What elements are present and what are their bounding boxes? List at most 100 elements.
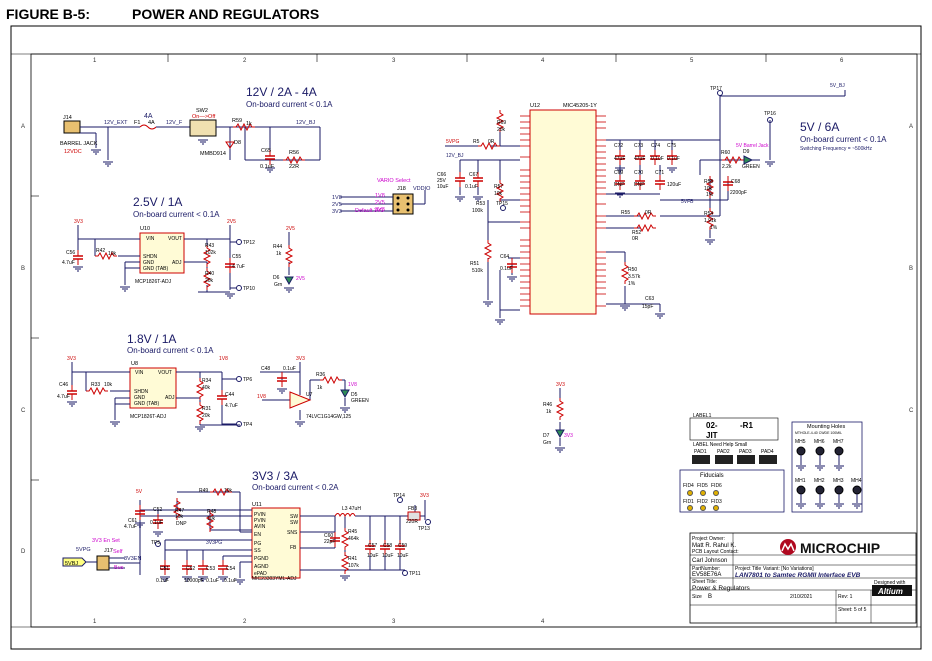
c64-val: 0.1uF (500, 266, 513, 272)
title-12v: 12V / 2A - 4A (246, 85, 317, 99)
l3-ref: L3 (342, 506, 348, 512)
vario-1v8: 1V8 (332, 195, 342, 201)
altium-logo: Altium (877, 587, 903, 596)
net-5v-u11: 5V (136, 489, 143, 495)
c65-val: 0.1uF (260, 164, 275, 170)
net-3v3-u7: 3V3 (296, 356, 305, 362)
c74-ref: C74 (651, 143, 660, 149)
d9-val: GREEN (742, 164, 760, 170)
tp16-ref: TP16 (764, 111, 776, 117)
u8-shdn: SHDN (134, 389, 149, 395)
r53-ref: R53 (476, 201, 485, 207)
mh4-ref: MH4 (851, 478, 862, 484)
r48-ref: R48 (207, 509, 216, 515)
c69-val: DNP (614, 182, 625, 188)
sheet-frame (10, 25, 922, 650)
c52b-val: 10000pF (184, 578, 204, 584)
net-12v-f: 12V_F (166, 120, 183, 126)
u11-pvin1: PVIN (254, 512, 266, 518)
r43-val: 102k (205, 250, 216, 256)
owner-value: Matt R. Rahul K. (692, 543, 736, 549)
u11-pgnd: PGND (254, 556, 269, 562)
r40-ref: R40 (205, 271, 214, 277)
u11-ss: SS (254, 548, 261, 554)
r49-ref: R49 (199, 488, 208, 494)
r47-val: 10k (175, 514, 184, 520)
d5-note: 1V8 (348, 382, 357, 388)
vario-3v3: 3V3 (332, 209, 342, 215)
u8-ref: U8 (131, 361, 138, 367)
input-12v-labels: J14 BARREL JACK 12VDC 4A F1 4A 12V_EXT 1… (60, 108, 316, 170)
note-5v: Switching Frequency = ~500kHz (800, 146, 872, 152)
fb3-val: 220R (406, 519, 418, 525)
mh6-ref: MH6 (814, 439, 825, 445)
c58-val: 10uF (382, 553, 393, 559)
c51-ref: C51 (160, 566, 169, 572)
r52-ref: R52 (632, 230, 641, 236)
j18-ref: J18 (397, 186, 406, 192)
size-label: Size (692, 594, 702, 600)
u11-sw1: SW (290, 514, 298, 520)
net-12v-ext: 12V_EXT (104, 120, 128, 126)
mounting-sub: MTHOLE-4-40 CWDE 100MIL (795, 431, 842, 435)
net-3v3pg: 3V3PG (206, 540, 222, 546)
u7-buffer: C48 0.1uF 3V3 1V8 U7 74LVC1G14GW,125 R36… (257, 356, 369, 427)
c46-ref: C46 (59, 382, 68, 388)
c55-ref: C55 (232, 254, 241, 260)
label1-d: LABEL Need Help Small (693, 442, 747, 448)
d8-symbol (225, 141, 235, 149)
r58-ref: R58 (704, 179, 713, 185)
size-value: B (708, 594, 712, 600)
c51-val: 0.1uF (156, 578, 169, 584)
c60-val: 22pF (324, 539, 335, 545)
mh3-ref: MH3 (833, 478, 844, 484)
fid3-ref: FID3 (711, 499, 722, 505)
sub-2v5: On-board current < 0.1A (133, 210, 220, 219)
label1-b: -R1 (740, 421, 753, 430)
d7-val: Grn (543, 440, 552, 446)
frame-row-c: C (21, 408, 26, 414)
c57-ref: C57 (368, 543, 377, 549)
c63-ref: C63 (645, 296, 654, 302)
sheet-no: Sheet: 5 of 5 (838, 607, 867, 613)
title-1v8: 1.8V / 1A (127, 332, 176, 346)
mh7-ref: MH7 (833, 439, 844, 445)
sheet-label: Sheet Title: (692, 579, 717, 585)
c54-ref: C54 (226, 566, 235, 572)
fid1-ref: FID1 (683, 499, 694, 505)
r49-val: 10k (224, 488, 233, 494)
d6-ref: D6 (273, 275, 280, 281)
c75-val: 0.1uF (667, 156, 680, 162)
u10-gndtab: GND (TAB) (143, 266, 169, 272)
r46-val: 1k (546, 409, 552, 415)
u12-pins (520, 115, 606, 307)
frame-row-b-r: B (909, 266, 913, 272)
frame-row-a: A (21, 124, 25, 130)
label1-block: LABEL1 02- -R1 JIT LABEL Need Help Small (689, 413, 779, 448)
u11-epad: ePAD (254, 571, 267, 577)
r44-val: 1k (276, 251, 282, 257)
figure-number: FIGURE B-5: (6, 6, 90, 22)
title-5v: 5V / 6A (800, 120, 839, 134)
tp4-ref: TP4 (243, 422, 252, 428)
sw2-ref: SW2 (196, 108, 208, 114)
gnd-u12 (494, 319, 506, 325)
r47-dnp: DNP (176, 521, 187, 527)
r56-ref: R56 (289, 150, 299, 156)
rev-value: Rev: 1 (838, 594, 853, 600)
sub-3v3: On-board current < 0.2A (252, 483, 339, 492)
frame-col-6: 6 (840, 58, 844, 64)
fid2-ref: FID2 (697, 499, 708, 505)
c48-val: 0.1uF (283, 366, 296, 372)
c70-ref: C70 (634, 170, 643, 176)
frame-col-4: 4 (541, 58, 545, 64)
c57-val: 10uF (367, 553, 378, 559)
vario-pin-b: 2V5 (375, 200, 385, 206)
r54-tol: 1% (710, 225, 718, 231)
c66-ref: C66 (437, 172, 446, 178)
vario-pin-a: 1V8 (375, 193, 385, 199)
vario-title: VARIO Select (377, 178, 411, 184)
d7-note: 3V3 (564, 433, 573, 439)
r41-val: 107k (348, 563, 359, 569)
net-12v-bj: 12V_BJ (296, 120, 316, 126)
